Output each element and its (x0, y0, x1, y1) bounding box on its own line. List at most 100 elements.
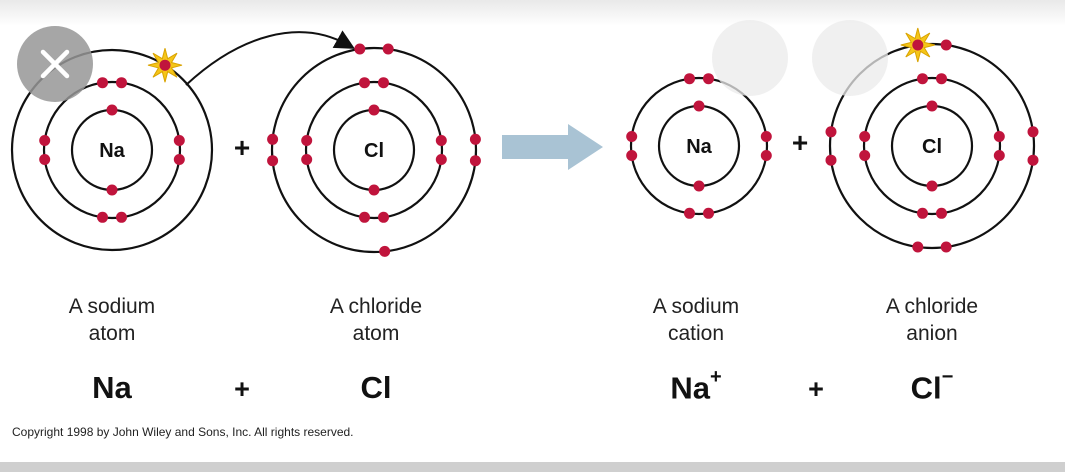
label-line: atom (352, 322, 400, 345)
formula-cl: Cl (360, 370, 392, 405)
electron (469, 133, 481, 145)
electron (39, 154, 51, 165)
electron (912, 39, 924, 51)
formula-cl-ion-symbol: Cl (910, 370, 942, 406)
electron (97, 211, 108, 223)
label-line: cation (667, 322, 725, 345)
electron (435, 154, 447, 165)
electron (940, 241, 952, 253)
label-line: A chloride (329, 295, 423, 318)
electron (703, 73, 714, 85)
electron (173, 154, 185, 165)
electron (106, 184, 118, 196)
cl-atom-shell-3 (270, 46, 478, 254)
na-atom-shell-3 (10, 48, 214, 252)
electron (926, 180, 938, 192)
electron (926, 100, 938, 112)
electron-transfer-arrow (185, 30, 355, 86)
electron (106, 104, 118, 116)
electron (626, 131, 638, 142)
electron (469, 155, 481, 167)
electron (359, 77, 370, 89)
electron (159, 59, 171, 71)
electron (917, 207, 928, 219)
formula-na-ion-charge: + (709, 366, 722, 388)
electron (382, 43, 394, 55)
electron (267, 133, 279, 145)
electron (684, 207, 695, 219)
electron (936, 207, 947, 219)
electron (917, 73, 928, 85)
formula-cl-ion: Cl− (862, 366, 1002, 406)
electron (301, 154, 313, 165)
formula-cl-ion-charge: − (941, 366, 954, 388)
electron (378, 77, 389, 89)
label-line: atom (88, 322, 136, 345)
formula-na-ion-symbol: Na (670, 370, 710, 406)
na-ion-symbol: Na (686, 136, 712, 158)
formula-na: Na (92, 370, 132, 405)
label-sodium-atom: A sodium atom (12, 293, 212, 347)
electron (116, 77, 127, 89)
cl-atom-model: Cl (267, 43, 481, 257)
electron (912, 241, 924, 253)
electron (1027, 154, 1039, 166)
electron (267, 155, 279, 167)
plus-sign-left: + (234, 132, 250, 163)
electron (368, 184, 380, 196)
label-line: A sodium (652, 295, 740, 318)
bottom-bar (0, 462, 1065, 472)
electron (703, 207, 714, 219)
label-line: A sodium (68, 295, 156, 318)
electron (359, 211, 370, 223)
plus-sign-right: + (792, 127, 808, 158)
electron (116, 211, 127, 223)
close-button[interactable] (17, 26, 93, 102)
label-line: A chloride (885, 295, 979, 318)
cl-ion-shell-2 (862, 76, 1002, 216)
electron (435, 135, 447, 146)
electron (39, 135, 51, 146)
label-sodium-cation: A sodium cation (596, 293, 796, 347)
formula-plus-right: + (808, 374, 824, 404)
electron (859, 150, 871, 161)
na-atom-model: Na (10, 48, 214, 252)
electron (940, 39, 952, 51)
label-chloride-atom: A chloride atom (276, 293, 476, 347)
cl-atom-shell-2 (304, 80, 444, 220)
electron (354, 43, 366, 55)
formula-na-ion: Na+ (626, 366, 766, 406)
ghost-lens-button[interactable] (712, 20, 788, 96)
na-ion-model: Na (626, 73, 772, 219)
copyright-notice: Copyright 1998 by John Wiley and Sons, I… (12, 425, 354, 439)
na-atom-symbol: Na (99, 140, 125, 162)
electron (936, 73, 947, 85)
electron (684, 73, 695, 85)
electron (379, 245, 391, 257)
cl-ion-symbol: Cl (922, 136, 942, 158)
electron (1027, 126, 1039, 138)
na-atom-shell-2 (42, 80, 182, 220)
electron (825, 154, 837, 166)
label-line: anion (906, 322, 958, 345)
electron (693, 100, 705, 112)
electron (301, 135, 313, 146)
label-chloride-anion: A chloride anion (832, 293, 1032, 347)
electron (993, 131, 1005, 142)
reaction-arrow (502, 124, 603, 170)
cl-atom-symbol: Cl (364, 140, 384, 162)
electron (993, 150, 1005, 161)
electron (693, 180, 705, 192)
electron (173, 135, 185, 146)
ghost-share-button[interactable] (812, 20, 888, 96)
formula-plus-left: + (234, 374, 250, 404)
electron (825, 126, 837, 138)
electron (760, 150, 772, 161)
electron (859, 131, 871, 142)
electron (378, 211, 389, 223)
electron (760, 131, 772, 142)
electron (368, 104, 380, 116)
electron (97, 77, 108, 89)
